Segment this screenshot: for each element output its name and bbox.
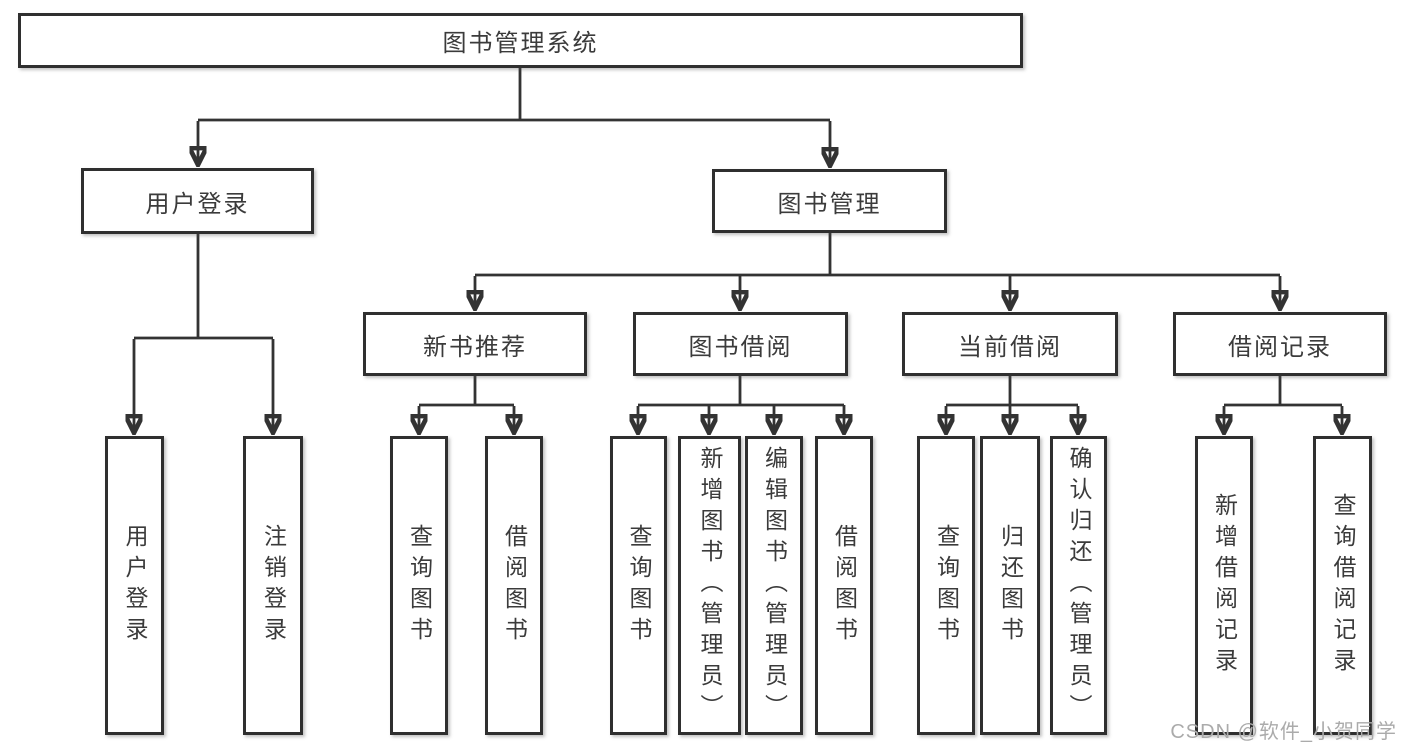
leaf-label: 注销登录 [260, 523, 287, 648]
node-book-borrow: 图书借阅 [633, 312, 848, 376]
node-label: 图书借阅 [688, 333, 793, 361]
leaf-add-books-admin: 新增图书（管理员） [678, 436, 741, 735]
leaf-edit-books-admin: 编辑图书（管理员） [745, 436, 803, 735]
node-new-book-recommend: 新书推荐 [363, 312, 587, 376]
leaf-query-books-current: 查询图书 [917, 436, 975, 735]
leaf-label: 查询图书 [626, 523, 652, 648]
node-label: 新书推荐 [423, 333, 527, 361]
leaf-label: 确认归还（管理员） [1066, 446, 1092, 725]
leaf-query-books-borrow: 查询图书 [610, 436, 667, 735]
leaf-query-books-recommend: 查询图书 [390, 436, 448, 735]
leaf-confirm-return-admin: 确认归还（管理员） [1050, 436, 1107, 735]
leaf-label: 编辑图书（管理员） [761, 446, 788, 725]
leaf-add-borrow-record: 新增借阅记录 [1195, 436, 1253, 735]
leaf-label: 新增借阅记录 [1211, 492, 1238, 679]
leaf-return-books: 归还图书 [980, 436, 1040, 735]
leaf-borrow-books-recommend: 借阅图书 [485, 436, 543, 735]
node-book-management: 图书管理 [712, 169, 947, 233]
csdn-watermark: CSDN @软件_小贺同学 [1170, 721, 1397, 743]
leaf-label: 借阅图书 [831, 523, 858, 648]
node-label: 用户登录 [145, 190, 250, 218]
node-current-borrow: 当前借阅 [902, 312, 1118, 376]
leaf-label: 归还图书 [997, 523, 1024, 648]
leaf-label: 新增图书（管理员） [697, 446, 723, 725]
leaf-user-login: 用户登录 [105, 436, 164, 735]
node-borrow-records: 借阅记录 [1173, 312, 1387, 376]
leaf-label: 查询图书 [406, 523, 433, 648]
node-label: 借阅记录 [1228, 333, 1332, 361]
leaf-borrow-books: 借阅图书 [815, 436, 873, 735]
leaf-label: 查询借阅记录 [1330, 492, 1356, 679]
root-label: 图书管理系统 [442, 30, 599, 57]
node-root-system: 图书管理系统 [18, 13, 1023, 68]
node-user-login: 用户登录 [81, 168, 314, 234]
leaf-label: 借阅图书 [501, 523, 528, 648]
node-label: 当前借阅 [958, 333, 1062, 361]
leaf-label: 查询图书 [933, 523, 960, 648]
leaf-label: 用户登录 [122, 523, 148, 648]
node-label: 图书管理 [777, 190, 882, 218]
leaf-query-borrow-record: 查询借阅记录 [1313, 436, 1372, 735]
leaf-logout: 注销登录 [243, 436, 303, 735]
